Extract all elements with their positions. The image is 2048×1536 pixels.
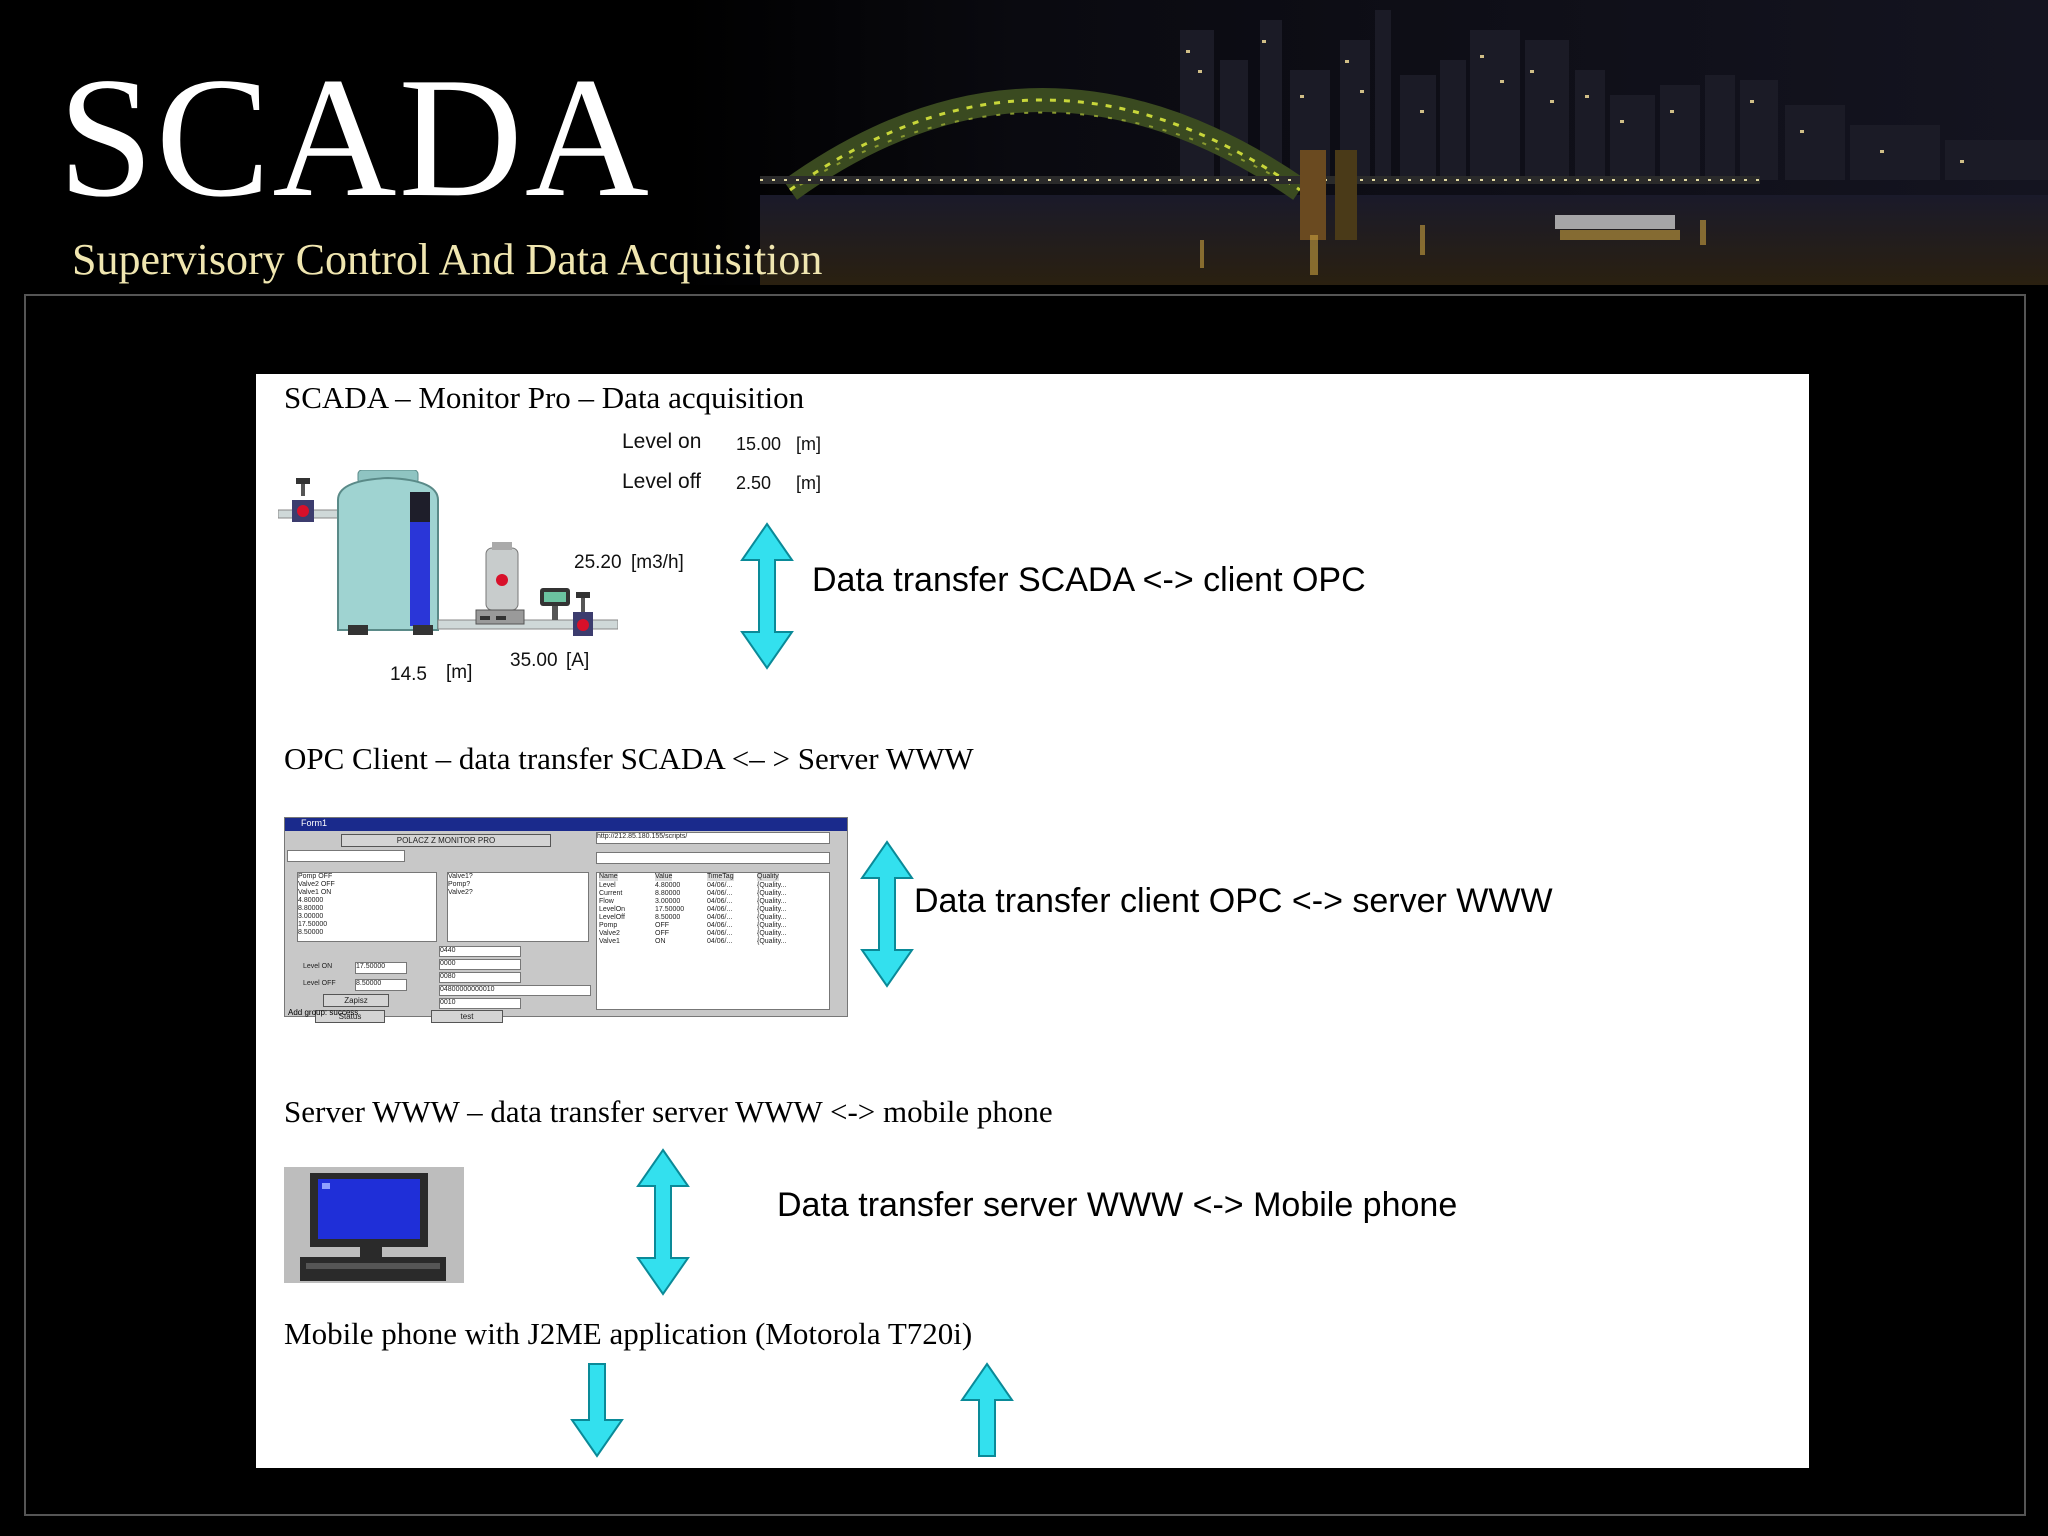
level-off-label: Level off <box>622 470 702 493</box>
save-button[interactable]: Zapisz <box>323 994 389 1007</box>
table-cell: 04/06/... <box>707 922 733 929</box>
table-cell: {Quality... <box>757 906 787 913</box>
table-cell: 04/06/... <box>707 890 733 897</box>
table-header-cell: Quality <box>757 873 779 881</box>
register-field[interactable]: 0000 <box>439 959 521 970</box>
table-cell: Valve2 <box>599 930 620 937</box>
level-off-value: 2.50 <box>736 473 772 493</box>
level-on-value: 15.00 <box>736 434 782 454</box>
table-cell: 8.50000 <box>655 914 681 921</box>
table-cell: OFF <box>655 922 669 929</box>
flow-value: 25.20 <box>574 552 622 573</box>
table-cell: {Quality... <box>757 898 787 905</box>
table-cell: Valve1 <box>599 938 620 945</box>
opc-client-window: Form1 POLACZ Z MONITOR PRO http://212.85… <box>284 817 848 1023</box>
computer-icon <box>284 1167 464 1283</box>
table-cell: LevelOff <box>599 914 625 921</box>
window-title: Form1 <box>301 818 328 828</box>
table-cell: Current <box>599 890 623 897</box>
url-field[interactable]: http://212.85.180.155/scripts/ <box>596 832 830 844</box>
transfer-opc-www-label: Data transfer client OPC <-> server WWW <box>914 882 1553 920</box>
flow-unit: [m3/h] <box>631 552 684 573</box>
empty-url-field[interactable] <box>596 852 830 864</box>
content-frame <box>24 294 2026 1516</box>
level-on-label: Level on <box>622 430 702 453</box>
table-cell: 4.80000 <box>655 882 681 889</box>
level-on-unit: [m] <box>796 434 821 454</box>
level-value: 14.5 <box>390 664 427 685</box>
tags-list[interactable]: Valve1? Pomp? Valve2? <box>447 872 589 942</box>
up-arrow-icon <box>960 1362 1014 1457</box>
table-cell: 04/06/... <box>707 906 733 913</box>
table-cell: Pomp <box>599 922 618 929</box>
connect-monitor-pro-button[interactable]: POLACZ Z MONITOR PRO <box>341 834 551 847</box>
test-button[interactable]: test <box>431 1010 503 1023</box>
table-cell: {Quality... <box>757 938 787 945</box>
slide-title: SCADA <box>58 43 652 233</box>
table-cell: Level <box>599 882 616 889</box>
current-unit: [A] <box>566 650 590 671</box>
double-arrow-icon <box>636 1148 690 1296</box>
table-cell: Flow <box>599 898 614 905</box>
form-level-off-label: Level OFF <box>303 980 336 987</box>
double-arrow-icon <box>860 840 914 988</box>
table-header-cell: Name <box>599 873 618 881</box>
table-cell: {Quality... <box>757 922 787 929</box>
current-value: 35.00 <box>510 650 558 671</box>
level-off-unit: [m] <box>796 473 821 493</box>
table-cell: 3.00000 <box>655 898 681 905</box>
values-list[interactable]: Pomp OFF Valve2 OFF Valve1 ON 4.80000 8.… <box>297 872 437 942</box>
table-header-cell: TimeTag <box>707 873 734 881</box>
table-cell: 04/06/... <box>707 898 733 905</box>
slide-subtitle: Supervisory Control And Data Acquisition <box>72 235 823 284</box>
section4-heading: Mobile phone with J2ME application (Moto… <box>284 1316 973 1351</box>
table-cell: 17.50000 <box>655 906 685 913</box>
table-cell: {Quality... <box>757 882 787 889</box>
level-unit: [m] <box>446 662 473 683</box>
table-cell: 04/06/... <box>707 930 733 937</box>
table-header-cell: Value <box>655 873 673 881</box>
header-banner: SCADA Supervisory Control And Data Acqui… <box>0 0 2048 285</box>
window-titlebar <box>285 818 847 831</box>
table-cell: {Quality... <box>757 890 787 897</box>
table-cell: LevelOn <box>599 906 626 913</box>
register-field[interactable]: 0440 <box>439 946 521 957</box>
double-arrow-icon <box>740 522 794 670</box>
form-status-bar: Add group: success <box>288 1008 359 1017</box>
tank-process-diagram <box>278 470 618 636</box>
transfer-scada-opc-label: Data transfer SCADA <-> client OPC <box>812 561 1366 599</box>
table-cell: 04/06/... <box>707 882 733 889</box>
form-level-on-label: Level ON <box>303 963 333 970</box>
table-cell: ON <box>655 938 666 945</box>
register-field[interactable]: 0080 <box>439 972 521 983</box>
table-cell: OFF <box>655 930 669 937</box>
city-night-photo <box>0 0 2048 285</box>
table-cell: {Quality... <box>757 930 787 937</box>
section2-heading: OPC Client – data transfer SCADA <– > Se… <box>284 741 974 776</box>
status-button[interactable]: Status <box>315 1010 385 1023</box>
table-cell: 04/06/... <box>707 914 733 921</box>
down-arrow-icon <box>570 1363 624 1458</box>
transfer-www-mobile-label: Data transfer server WWW <-> Mobile phon… <box>777 1186 1458 1224</box>
register-field[interactable]: 04800000000010 <box>439 985 591 996</box>
form-level-off-field[interactable]: 8.50000 <box>355 979 407 991</box>
table-cell: {Quality... <box>757 914 787 921</box>
empty-field[interactable] <box>287 850 405 862</box>
diagram-panel: SCADA – Monitor Pro – Data acquisition L… <box>256 374 1809 1468</box>
table-cell: 04/06/... <box>707 938 733 945</box>
form-level-on-field[interactable]: 17.50000 <box>355 962 407 974</box>
table-cell: 8.80000 <box>655 890 681 897</box>
section1-heading: SCADA – Monitor Pro – Data acquisition <box>284 380 805 415</box>
register-field[interactable]: 0010 <box>439 998 521 1009</box>
section3-heading: Server WWW – data transfer server WWW <-… <box>284 1094 1053 1129</box>
